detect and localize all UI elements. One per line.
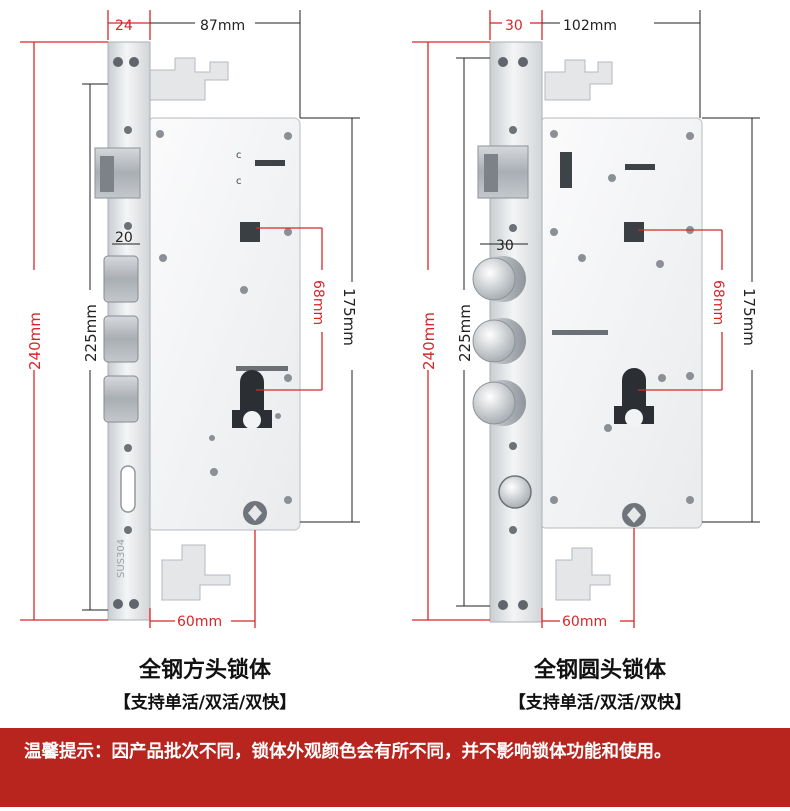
left-plate-mark: SUS304 — [116, 539, 127, 578]
left-dim-cylinder-spacing: 68mm — [310, 280, 326, 325]
left-dimension-lines — [20, 10, 323, 628]
left-dimension-lines-black — [82, 10, 360, 611]
notice-banner: 温馨提示：因产品批次不同，锁体外观颜色会有所不同，并不影响锁体功能和使用。 — [0, 728, 790, 807]
right-dim-body-width: 102mm — [563, 18, 617, 34]
right-dimension-lines-black — [456, 10, 760, 607]
right-dim-faceplate-width: 30 — [505, 18, 523, 34]
right-dim-inner-height: 225mm — [456, 304, 474, 362]
right-lock-title: 全钢圆头锁体 — [533, 658, 666, 683]
svg-text:c: c — [236, 150, 242, 161]
left-dim-total-height: 240mm — [26, 312, 44, 370]
left-lock-title: 全钢方头锁体 — [138, 658, 271, 683]
right-dimension-lines — [412, 10, 723, 628]
left-dim-body-height: 175mm — [340, 288, 358, 346]
right-dim-total-height: 240mm — [420, 312, 438, 370]
left-dim-inner-height: 225mm — [82, 304, 100, 362]
left-dim-backset: 60mm — [177, 614, 222, 630]
notice-text: 温馨提示：因产品批次不同，锁体外观颜色会有所不同，并不影响锁体功能和使用。 — [24, 742, 672, 762]
right-lock-body — [472, 41, 703, 623]
left-lock-subtitle: 【支持单活/双活/双快】 — [113, 693, 297, 713]
right-lock-subtitle: 【支持单活/双活/双快】 — [508, 693, 692, 713]
left-dim-bolt-size: 20 — [115, 230, 133, 246]
right-dim-bolt-size: 30 — [496, 238, 514, 254]
svg-text:c: c — [236, 176, 242, 187]
left-dim-faceplate-width: 24 — [115, 18, 133, 34]
right-dim-body-height: 175mm — [740, 288, 758, 346]
left-lock-body: c c — [94, 41, 301, 621]
right-dim-cylinder-spacing: 68mm — [710, 280, 726, 325]
left-dim-body-width: 87mm — [200, 18, 245, 34]
right-dim-backset: 60mm — [562, 614, 607, 630]
